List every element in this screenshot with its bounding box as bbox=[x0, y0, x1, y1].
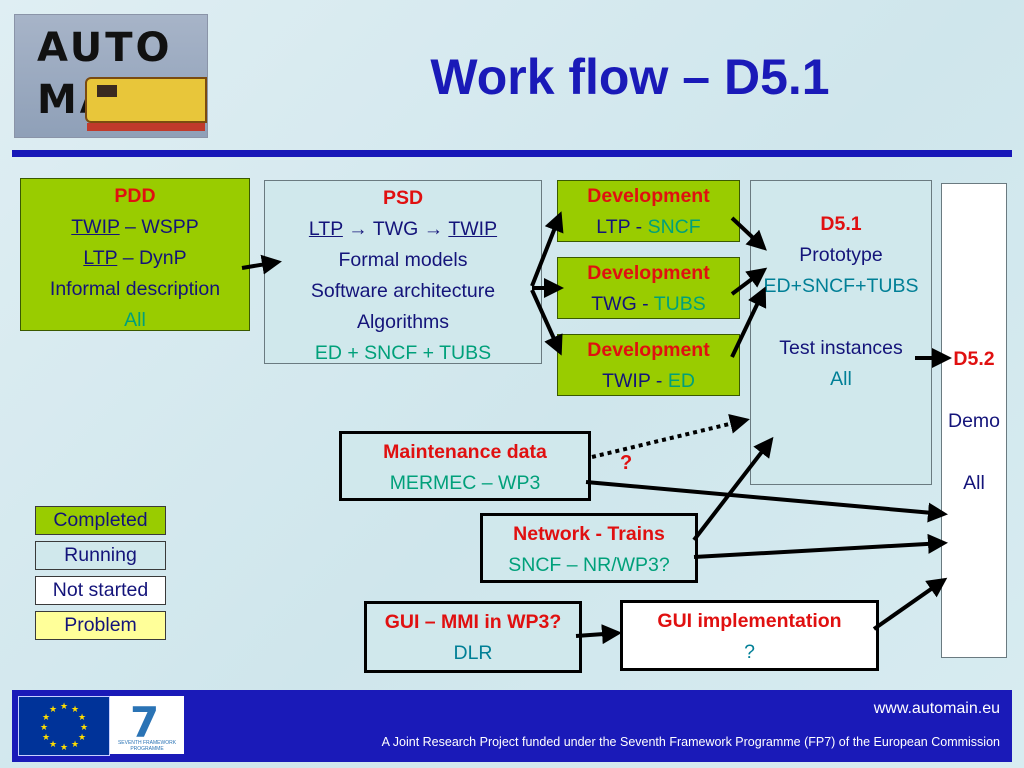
svg-text:★: ★ bbox=[42, 733, 50, 743]
svg-text:★: ★ bbox=[42, 713, 50, 723]
psd-box: PSD LTP → TWG → TWIP Formal models Softw… bbox=[264, 180, 542, 364]
legend-running: Running bbox=[35, 541, 166, 570]
pdd-informal: Informal description bbox=[49, 278, 221, 300]
svg-text:★: ★ bbox=[78, 733, 86, 743]
page-title: Work flow – D5.1 bbox=[430, 49, 830, 105]
arrow-gui-impl-d52 bbox=[872, 577, 948, 631]
d52-heading: D5.2 bbox=[953, 348, 995, 370]
svg-text:★: ★ bbox=[60, 743, 68, 753]
d52-who: All bbox=[963, 472, 985, 494]
pdd-ltp-line: LTP – DynP bbox=[83, 247, 187, 269]
d51-test-who: All bbox=[830, 368, 852, 390]
pdd-heading: PDD bbox=[114, 185, 156, 207]
gui-impl-heading: GUI implementation bbox=[657, 610, 842, 632]
maintenance-question: ? bbox=[620, 452, 633, 474]
svg-text:★: ★ bbox=[49, 740, 57, 750]
arrow-psd-dev-ltp bbox=[530, 211, 564, 287]
eu-stars: ★★★ ★★★ ★★★ ★★★ bbox=[40, 702, 88, 753]
arrow-network-d52 bbox=[693, 533, 948, 559]
arrow-maintenance-d51-dotted bbox=[591, 414, 750, 459]
arrow-dev-ltp-d51 bbox=[730, 216, 767, 251]
d51-box: D5.1 Prototype ED+SNCF+TUBS Test instanc… bbox=[750, 180, 932, 485]
svg-text:★: ★ bbox=[78, 713, 86, 723]
automain-logo: AUTO MAIN bbox=[14, 14, 208, 138]
arrow-dev-twg-d51 bbox=[730, 267, 768, 296]
legend-problem: Problem bbox=[35, 611, 166, 640]
dev-twip-heading: Development bbox=[587, 339, 710, 361]
arrow-pdd-psd bbox=[241, 254, 282, 275]
maintenance-box: Maintenance data MERMEC – WP3 bbox=[339, 431, 591, 501]
pdd-box: PDD TWIP – WSPP LTP – DynP Informal desc… bbox=[20, 178, 250, 331]
gui-impl-box: GUI implementation ? bbox=[620, 600, 879, 671]
gui-impl-who: ? bbox=[744, 641, 755, 663]
dev-twg-heading: Development bbox=[587, 262, 710, 284]
psd-chain: LTP → TWG → TWIP bbox=[308, 218, 498, 240]
psd-arch: Software architecture bbox=[310, 280, 496, 302]
psd-who: ED + SNCF + TUBS bbox=[314, 342, 492, 364]
fp7-number: 7 bbox=[130, 698, 160, 747]
svg-text:★: ★ bbox=[49, 705, 57, 715]
arrow-gui-mmi-impl bbox=[575, 624, 622, 645]
svg-text:★: ★ bbox=[71, 705, 79, 715]
gui-mmi-heading: GUI – MMI in WP3? bbox=[384, 611, 562, 633]
svg-text:★: ★ bbox=[60, 702, 68, 712]
eu-flag-icon: ★★★ ★★★ ★★★ ★★★ bbox=[18, 696, 110, 756]
footer: ★★★ ★★★ ★★★ ★★★ 7 SEVENTH FRAMEWORK PROG… bbox=[12, 690, 1012, 762]
arrow-right-icon: → bbox=[348, 218, 368, 240]
svg-text:★: ★ bbox=[71, 740, 79, 750]
arrow-maintenance-d52 bbox=[585, 480, 948, 523]
svg-text:★: ★ bbox=[40, 723, 48, 733]
dev-twip-box: Development TWIP - ED bbox=[557, 334, 740, 396]
dev-ltp-box: Development LTP - SNCF bbox=[557, 180, 740, 242]
pdd-who: All bbox=[124, 309, 146, 331]
footer-url[interactable]: www.automain.eu bbox=[873, 700, 1000, 717]
maintenance-heading: Maintenance data bbox=[383, 441, 547, 463]
fp7-logo: 7 SEVENTH FRAMEWORK PROGRAMME bbox=[110, 696, 184, 754]
dev-twip-line: TWIP - ED bbox=[602, 370, 695, 392]
legend-completed: Completed bbox=[35, 506, 166, 535]
d51-heading: D5.1 bbox=[820, 213, 862, 235]
dev-twg-box: Development TWG - TUBS bbox=[557, 257, 740, 319]
train-icon bbox=[85, 77, 207, 131]
psd-heading: PSD bbox=[382, 187, 424, 209]
dev-twg-line: TWG - TUBS bbox=[591, 293, 706, 315]
logo-line-1: AUTO bbox=[37, 25, 173, 71]
legend-not-started: Not started bbox=[35, 576, 166, 605]
d52-box: D5.2 Demo All bbox=[941, 183, 1007, 658]
arrow-network-d51 bbox=[692, 436, 774, 542]
svg-text:★: ★ bbox=[80, 723, 88, 733]
arrow-dev-twip-d51 bbox=[730, 286, 767, 358]
psd-algo: Algorithms bbox=[356, 311, 450, 333]
arrow-right-icon: → bbox=[423, 218, 444, 240]
gui-mmi-box: GUI – MMI in WP3? DLR bbox=[364, 601, 582, 673]
maintenance-who: MERMEC – WP3 bbox=[389, 472, 541, 494]
psd-formal: Formal models bbox=[338, 249, 468, 271]
dev-ltp-heading: Development bbox=[587, 185, 710, 207]
gui-mmi-who: DLR bbox=[453, 642, 493, 664]
arrow-psd-dev-twip bbox=[530, 289, 563, 356]
title-divider bbox=[12, 150, 1012, 157]
network-box: Network - Trains SNCF – NR/WP3? bbox=[480, 513, 698, 583]
fp7-caption: SEVENTH FRAMEWORK PROGRAMME bbox=[117, 740, 177, 752]
dev-ltp-line: LTP - SNCF bbox=[596, 216, 701, 238]
d51-proto-who: ED+SNCF+TUBS bbox=[763, 275, 919, 297]
d52-demo: Demo bbox=[947, 410, 1001, 432]
footer-note: A Joint Research Project funded under th… bbox=[381, 735, 1000, 749]
network-heading: Network - Trains bbox=[513, 523, 665, 545]
d51-test: Test instances bbox=[779, 337, 903, 359]
network-who: SNCF – NR/WP3? bbox=[508, 554, 670, 576]
d51-prototype: Prototype bbox=[799, 244, 883, 266]
pdd-twip-line: TWIP – WSPP bbox=[71, 216, 199, 238]
